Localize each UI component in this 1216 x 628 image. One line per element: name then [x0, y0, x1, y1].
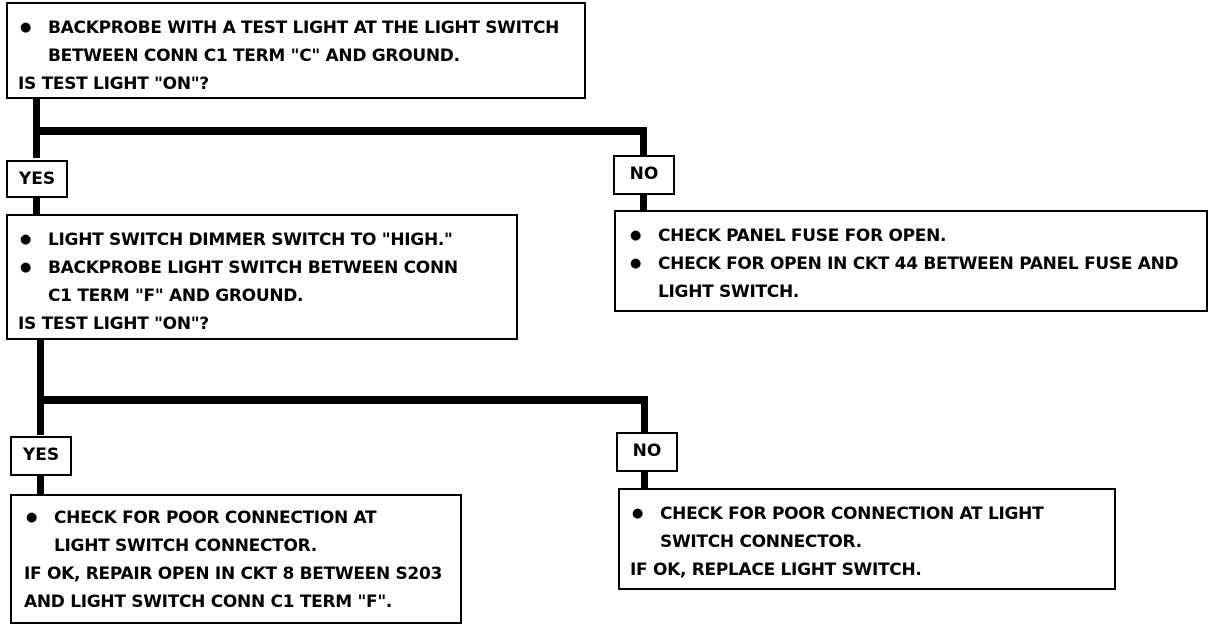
step-bullet: CHECK FOR OPEN IN CKT 44 BETWEEN PANEL F… — [624, 250, 1198, 306]
step-bullet: CHECK PANEL FUSE FOR OPEN. — [624, 222, 1198, 250]
step-note: IF OK, REPLACE LIGHT SWITCH. — [630, 560, 922, 580]
no-label-2: NO — [616, 432, 678, 472]
yes-label-2: YES — [10, 436, 72, 476]
connector-no2-vertical — [641, 396, 648, 433]
step-bullet: CHECK FOR POOR CONNECTION AT LIGHT SWITC… — [20, 504, 452, 560]
step-bullet: LIGHT SWITCH DIMMER SWITCH TO "HIGH." — [14, 226, 508, 254]
connector-yes1-down — [33, 196, 40, 216]
step-bullet: BACKPROBE WITH A TEST LIGHT AT THE LIGHT… — [14, 14, 576, 70]
no-label-1: NO — [613, 155, 675, 195]
connector-mid-horizontal — [37, 396, 648, 404]
step-bullet: CHECK FOR POOR CONNECTION AT LIGHT SWITC… — [626, 500, 1106, 556]
yes-label-1: YES — [6, 160, 68, 198]
step-note: IF OK, REPAIR OPEN IN CKT 8 BETWEEN S203… — [24, 564, 443, 612]
step-question: IS TEST LIGHT "ON"? — [18, 314, 209, 334]
step-question: IS TEST LIGHT "ON"? — [18, 74, 209, 94]
step-box-yes-1: LIGHT SWITCH DIMMER SWITCH TO "HIGH." BA… — [6, 214, 518, 340]
step-box-yes-2: CHECK FOR POOR CONNECTION AT LIGHT SWITC… — [10, 494, 462, 624]
connector-top-horizontal — [33, 127, 647, 135]
connector-no2-down — [641, 470, 648, 490]
step-box-initial: BACKPROBE WITH A TEST LIGHT AT THE LIGHT… — [6, 2, 586, 99]
connector-yes2-down — [37, 474, 44, 498]
connector-no1-vertical — [640, 127, 647, 155]
step-bullet: BACKPROBE LIGHT SWITCH BETWEEN CONN C1 T… — [14, 254, 508, 310]
connector-no1-down — [640, 194, 647, 212]
connector-mid-vertical — [37, 340, 44, 435]
step-box-no-2: CHECK FOR POOR CONNECTION AT LIGHT SWITC… — [618, 488, 1116, 590]
step-box-no-1: CHECK PANEL FUSE FOR OPEN. CHECK FOR OPE… — [614, 210, 1208, 312]
